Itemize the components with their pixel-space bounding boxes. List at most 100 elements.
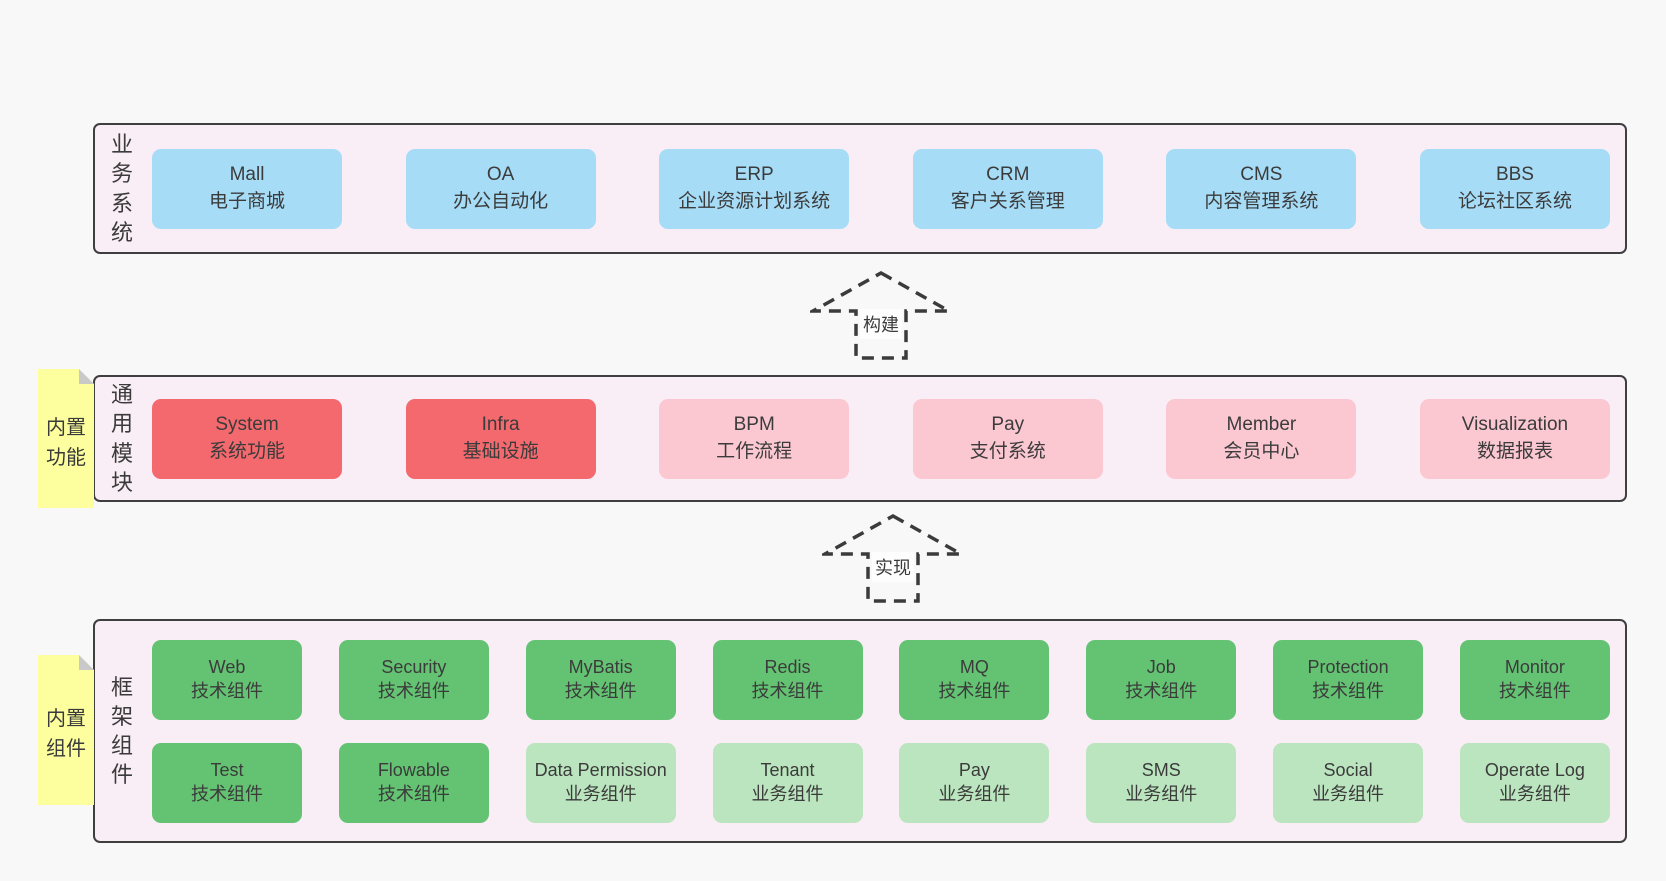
box-bpm: BPM 工作流程 (659, 398, 850, 479)
box-title: Web (208, 656, 246, 677)
sticky-note-label: 内置功能 (46, 416, 86, 469)
box-mq: MQ 技术组件 (899, 639, 1050, 720)
layer-label-business: 业务系统 (110, 132, 133, 245)
box-subtitle: 系统功能 (208, 440, 285, 462)
box-title: Tenant (760, 759, 815, 780)
box-operate-log: Operate Log 业务组件 (1459, 742, 1610, 823)
box-title: Monitor (1504, 656, 1565, 677)
box-infra: Infra 基础设施 (405, 398, 596, 479)
box-security: Security 技术组件 (338, 639, 489, 720)
box-visualization: Visualization 数据报表 (1419, 398, 1610, 479)
box-title: Operate Log (1484, 759, 1585, 780)
sticky-note-label: 内置组件 (46, 708, 86, 760)
box-pay: Pay 支付系统 (912, 398, 1103, 479)
box-subtitle: 技术组件 (1125, 680, 1198, 701)
folded-corner-icon (79, 369, 94, 384)
box-subtitle: 业务组件 (1125, 783, 1198, 804)
box-subtitle: 数据报表 (1476, 440, 1553, 462)
box-title: System (215, 413, 279, 435)
box-subtitle: 技术组件 (751, 680, 824, 701)
implement-arrow: 实现 (822, 513, 964, 605)
box-title: MQ (959, 656, 989, 677)
box-subtitle: 技术组件 (1498, 680, 1571, 701)
box-subtitle: 技术组件 (377, 680, 450, 701)
box-title: Test (210, 759, 244, 780)
box-subtitle: 业务组件 (1312, 783, 1385, 804)
sticky-note-background (38, 369, 94, 508)
box-monitor: Monitor 技术组件 (1459, 639, 1610, 720)
layer-label-modules: 通用模块 (110, 382, 133, 495)
box-erp: ERP 企业资源计划系统 (659, 148, 850, 229)
box-oa: OA 办公自动化 (405, 148, 596, 229)
sticky-note-built-in-components: 内置组件 (38, 655, 94, 805)
box-job: Job 技术组件 (1086, 639, 1237, 720)
box-subtitle: 技术组件 (938, 680, 1011, 701)
box-title: CMS (1240, 163, 1283, 185)
box-subtitle: 技术组件 (564, 680, 637, 701)
box-subtitle: 论坛社区系统 (1457, 190, 1572, 212)
up-block-arrow-icon (810, 270, 952, 360)
box-subtitle: 工作流程 (716, 440, 793, 462)
box-title: Protection (1307, 656, 1389, 677)
box-subtitle: 技术组件 (1312, 680, 1385, 701)
box-web: Web 技术组件 (152, 639, 302, 720)
box-title: Member (1226, 413, 1297, 435)
sticky-note-background (38, 655, 94, 805)
up-block-arrow-icon (822, 513, 964, 603)
box-bbs: BBS 论坛社区系统 (1419, 148, 1610, 229)
build-arrow: 构建 (810, 270, 952, 362)
box-title: SMS (1141, 759, 1181, 780)
box-title: BPM (733, 413, 775, 435)
box-subtitle: 业务组件 (751, 783, 824, 804)
box-subtitle: 支付系统 (969, 440, 1046, 462)
box-protection: Protection 技术组件 (1273, 639, 1424, 720)
box-title: OA (486, 163, 515, 185)
box-title: Data Permission (534, 759, 667, 780)
box-title: Pay (958, 759, 990, 780)
build-arrow-label: 构建 (860, 309, 902, 339)
box-flowable: Flowable 技术组件 (338, 742, 489, 823)
box-subtitle: 企业资源计划系统 (678, 190, 831, 212)
box-social: Social 业务组件 (1273, 742, 1424, 823)
box-sms: SMS 业务组件 (1086, 742, 1237, 823)
box-title: Job (1146, 656, 1176, 677)
box-title: Social (1323, 759, 1373, 780)
box-subtitle: 内容管理系统 (1204, 190, 1319, 212)
box-title: Flowable (377, 759, 450, 780)
box-title: Infra (481, 413, 520, 435)
box-mybatis: MyBatis 技术组件 (525, 639, 676, 720)
box-subtitle: 电子商城 (208, 190, 285, 212)
box-subtitle: 办公自动化 (453, 190, 549, 212)
box-subtitle: 技术组件 (377, 783, 450, 804)
layer-common-modules: 通用模块 System 系统功能 Infra 基础设施 BPM 工作流程 Pay 支付系统 Me… (93, 375, 1627, 502)
box-title: ERP (734, 163, 774, 185)
box-title: Security (381, 656, 447, 677)
sticky-note-built-in-features: 内置功能 (38, 369, 94, 508)
box-subtitle: 业务组件 (1498, 783, 1571, 804)
box-title: BBS (1495, 163, 1534, 185)
box-tenant: Tenant 业务组件 (712, 742, 863, 823)
box-subtitle: 基础设施 (462, 440, 539, 462)
box-cms: CMS 内容管理系统 (1166, 148, 1357, 229)
box-title: Pay (991, 413, 1025, 435)
box-title: Visualization (1461, 413, 1569, 435)
layer-label-components: 框架组件 (110, 674, 133, 788)
box-title: MyBatis (568, 656, 633, 677)
box-subtitle: 技术组件 (191, 680, 263, 701)
box-system: System 系统功能 (152, 398, 342, 479)
